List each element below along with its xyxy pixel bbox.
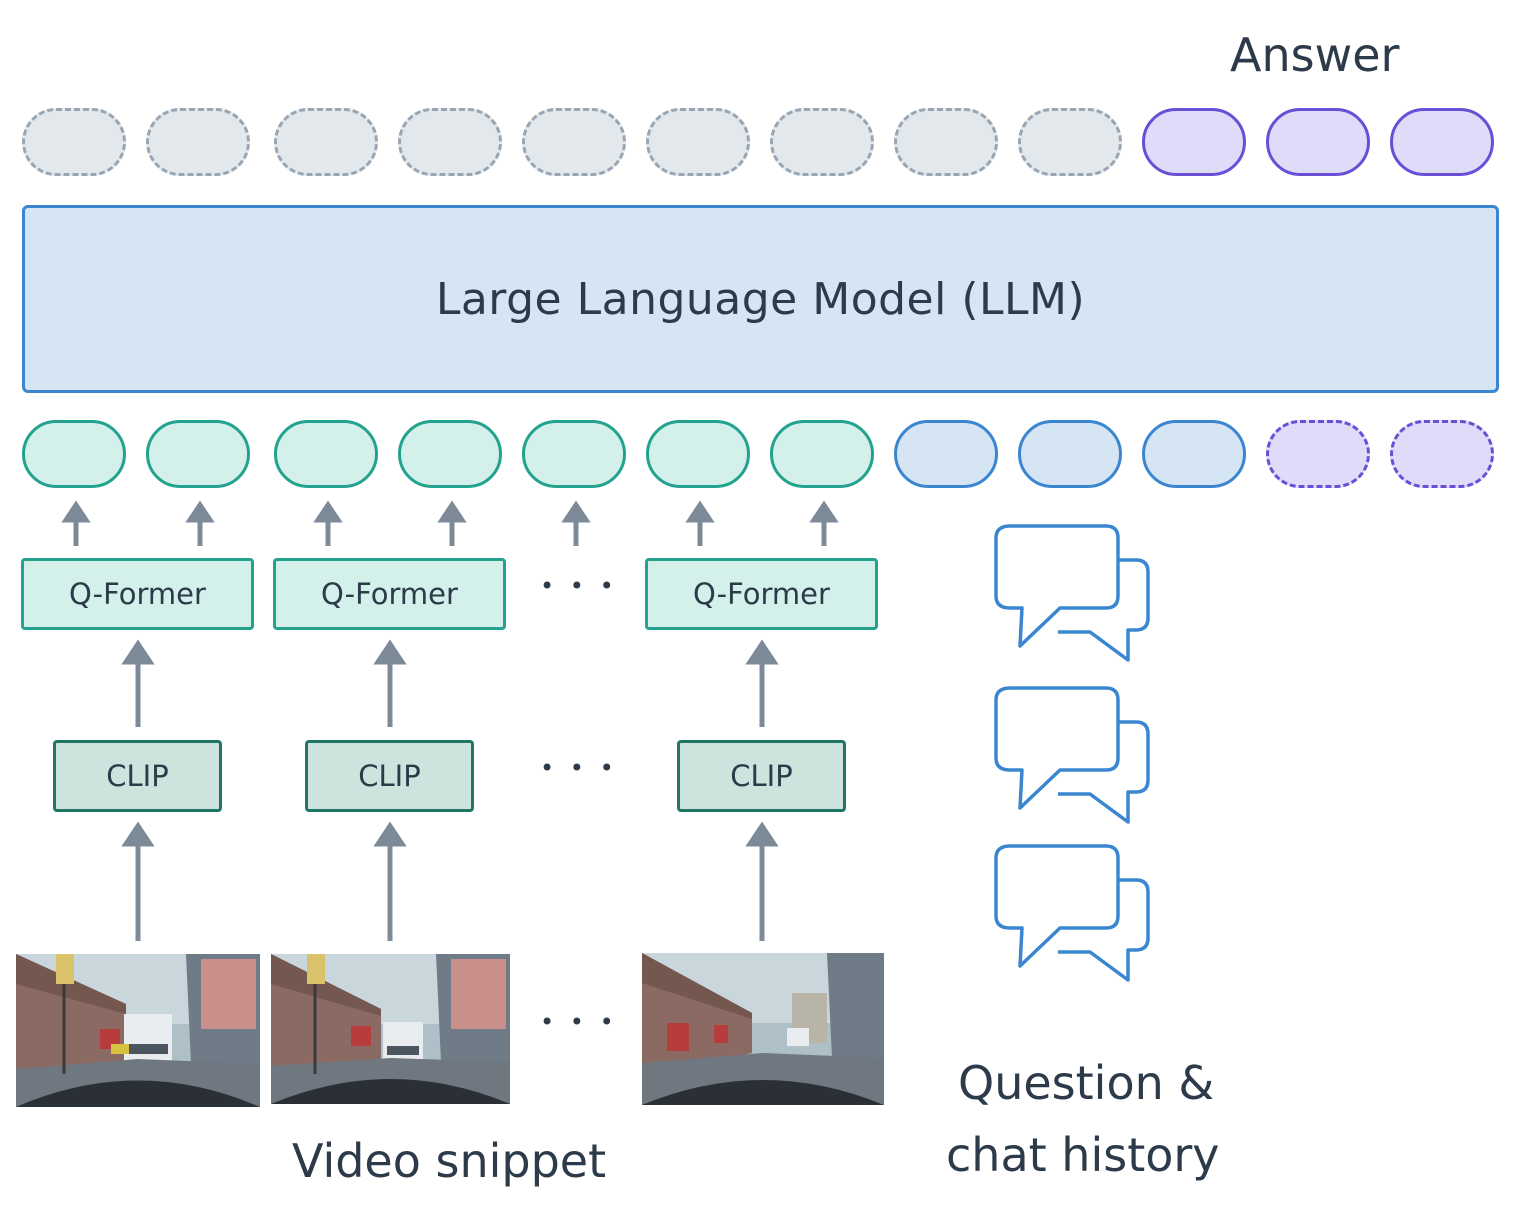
output-token-placeholder	[1018, 108, 1122, 176]
clip-label: CLIP	[106, 759, 169, 793]
arrow-up-icon	[121, 639, 155, 727]
video-frame	[16, 954, 260, 1107]
qformer-block: Q-Former	[645, 558, 878, 630]
arrow-up-icon	[373, 821, 407, 941]
video-frame	[271, 954, 510, 1104]
text-token	[1018, 420, 1122, 488]
answer-placeholder-token	[1266, 420, 1370, 488]
chat-bubbles-icon	[994, 844, 1150, 982]
text-token	[1142, 420, 1246, 488]
output-token-placeholder	[146, 108, 250, 176]
output-token-placeholder	[522, 108, 626, 176]
question-label-line1: Question &	[958, 1056, 1215, 1110]
video-frame	[642, 953, 884, 1105]
arrow-up-icon	[437, 500, 467, 546]
ellipsis: • • •	[540, 572, 618, 600]
answer-token	[1390, 108, 1494, 176]
arrow-up-icon	[185, 500, 215, 546]
arrow-up-icon	[373, 639, 407, 727]
arrow-up-icon	[745, 639, 779, 727]
llm-label: Large Language Model (LLM)	[435, 273, 1086, 325]
chat-bubbles-icon	[994, 686, 1150, 824]
ellipsis: • • •	[540, 754, 618, 782]
arrow-up-icon	[61, 500, 91, 546]
visual-token	[646, 420, 750, 488]
clip-block: CLIP	[53, 740, 222, 812]
arrow-up-icon	[121, 821, 155, 941]
output-token-placeholder	[398, 108, 502, 176]
qformer-label: Q-Former	[693, 577, 830, 611]
visual-token	[146, 420, 250, 488]
visual-token	[770, 420, 874, 488]
answer-token	[1266, 108, 1370, 176]
qformer-label: Q-Former	[321, 577, 458, 611]
arrow-up-icon	[313, 500, 343, 546]
output-token-placeholder	[770, 108, 874, 176]
arrow-up-icon	[745, 821, 779, 941]
visual-token	[398, 420, 502, 488]
qformer-label: Q-Former	[69, 577, 206, 611]
answer-token	[1142, 108, 1246, 176]
text-token	[894, 420, 998, 488]
answer-label: Answer	[1230, 28, 1400, 82]
output-token-placeholder	[22, 108, 126, 176]
ellipsis: • • •	[540, 1008, 618, 1036]
visual-token	[522, 420, 626, 488]
visual-token	[22, 420, 126, 488]
qformer-block: Q-Former	[21, 558, 254, 630]
output-token-placeholder	[274, 108, 378, 176]
arrow-up-icon	[685, 500, 715, 546]
clip-label: CLIP	[358, 759, 421, 793]
question-label-line2: chat history	[946, 1128, 1220, 1182]
qformer-block: Q-Former	[273, 558, 506, 630]
llm-block: Large Language Model (LLM)	[22, 205, 1499, 393]
arrow-up-icon	[561, 500, 591, 546]
clip-block: CLIP	[305, 740, 474, 812]
clip-block: CLIP	[677, 740, 846, 812]
arrow-up-icon	[809, 500, 839, 546]
answer-placeholder-token	[1390, 420, 1494, 488]
video-snippet-label: Video snippet	[292, 1134, 607, 1188]
output-token-placeholder	[894, 108, 998, 176]
output-token-placeholder	[646, 108, 750, 176]
chat-bubbles-icon	[994, 524, 1150, 662]
clip-label: CLIP	[730, 759, 793, 793]
visual-token	[274, 420, 378, 488]
